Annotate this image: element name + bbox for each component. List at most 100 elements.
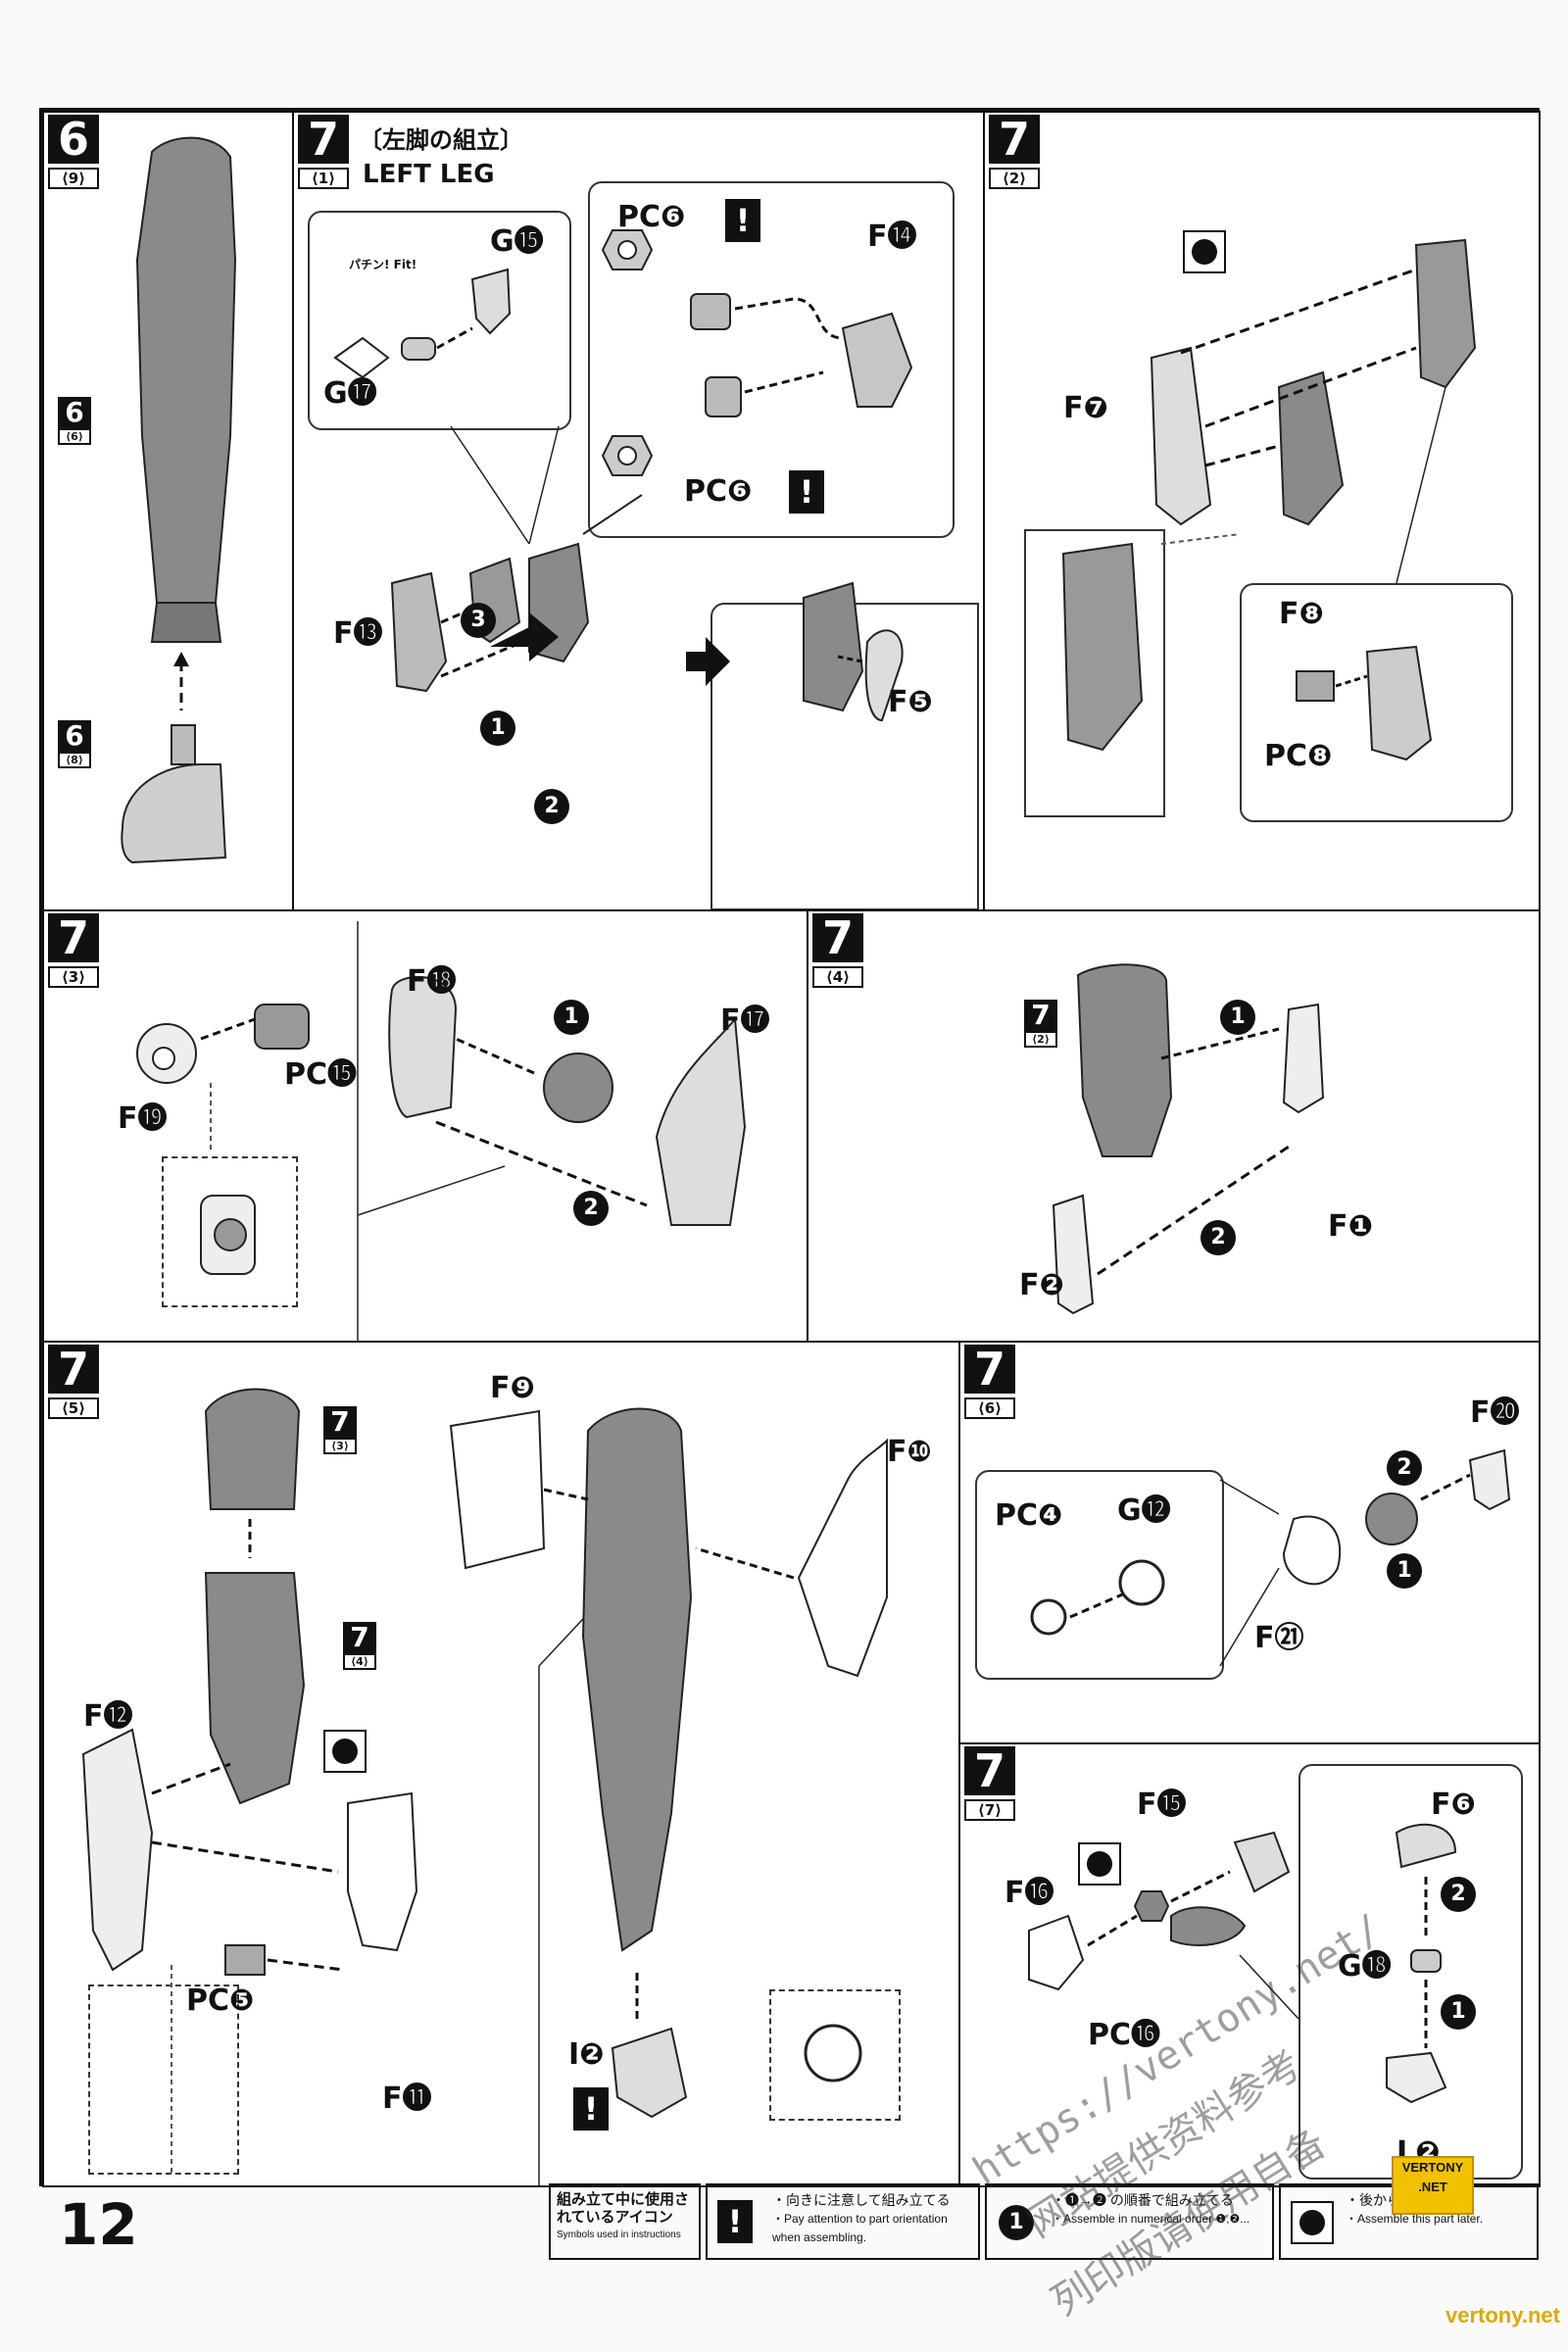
order-bullet-2: 2: [1387, 1450, 1422, 1486]
label-f10: F❿: [887, 1435, 932, 1469]
step-number: 7: [298, 115, 349, 164]
watermark-footer: vertony.net: [1446, 2303, 1560, 2328]
label-g18: G⓲: [1338, 1949, 1392, 1984]
lower-leg-assembly-illustration: [81, 1388, 888, 2185]
inset-detail-b: [1240, 583, 1513, 822]
label-pc5: PC❺: [186, 1984, 255, 2018]
inset-polycap: [588, 181, 955, 538]
order-bullet-icon: 1: [999, 2205, 1034, 2240]
watermark-badge: VERTONY .NET: [1392, 2156, 1474, 2215]
label-f17: F⓱: [720, 1004, 770, 1038]
inset-detail-pc4: [975, 1470, 1224, 1680]
inset-detail-i2: [769, 1989, 901, 2121]
label-pc16: PC⓰: [1088, 2018, 1161, 2052]
orientation-icon: !: [573, 2087, 609, 2131]
label-pc15: PC⓯: [284, 1057, 358, 1092]
label-f6: F❻: [1431, 1788, 1476, 1822]
ref-step-7-3: 7⟨3⟩: [323, 1406, 357, 1454]
left-leg-assembly-illustration: [333, 229, 913, 722]
knee-assembly-illustration: [1061, 238, 1477, 761]
label-f12: F⓬: [83, 1699, 133, 1734]
order-bullet-2: 2: [1200, 1220, 1236, 1255]
label-f1: F❶: [1328, 1209, 1373, 1244]
label-f20: F⓴: [1470, 1396, 1520, 1430]
label-g15: G⓯: [490, 224, 544, 259]
order-bullet-2: 2: [534, 789, 569, 824]
label-i2: I❷: [568, 2037, 605, 2072]
panel-7-5: 7 ⟨5⟩ 7⟨3⟩ 7⟨4⟩ ! F⓬: [42, 1341, 962, 2187]
inset-sprue-g: [308, 211, 571, 430]
label-f11: F⓫: [382, 2082, 432, 2116]
ref-step-7-4: 7⟨4⟩: [343, 1622, 376, 1670]
assemble-later-icon: [1078, 1842, 1121, 1886]
ankle-assembly-illustration: [1030, 1448, 1511, 1667]
legend-order: 1 ・❶→❷ の順番で組み立てる・Assemble in numerical o…: [985, 2183, 1274, 2260]
orientation-icon: !: [717, 2200, 753, 2243]
page-number: 12: [59, 2191, 138, 2258]
ref-step-6-6: 6⟨6⟩: [58, 397, 91, 445]
sub-step: ⟨9⟩: [48, 168, 99, 189]
sub-step: ⟨1⟩: [298, 168, 349, 189]
inset-detail-pc5: [88, 1984, 239, 2175]
label-g12: G⓬: [1117, 1494, 1171, 1528]
label-f21: F㉑: [1254, 1621, 1304, 1655]
step-number: 7: [964, 1746, 1015, 1795]
assemble-later-icon: [323, 1730, 367, 1773]
legend-orientation: ! ・向きに注意して組み立てる・Pay attention to part or…: [706, 2183, 980, 2260]
order-bullet-1: 1: [480, 710, 515, 746]
inset-detail-f19: [162, 1156, 298, 1307]
section-title-jp: 〔左脚の組立〕: [359, 126, 523, 154]
label-f14: F⓮: [867, 220, 917, 254]
ankle-armor-assembly-illustration: [1028, 1823, 1457, 2104]
knee-frame-assembly-illustration: [1052, 963, 1325, 1315]
label-g17: G⓱: [323, 376, 377, 411]
label-f9: F❾: [490, 1371, 535, 1405]
order-bullet-1: 1: [1387, 1553, 1422, 1589]
panel-7-3: 7 ⟨3⟩ F⓳ PC⓯ F⓲ F⓱ 1 2: [42, 909, 810, 1345]
ref-step-6-8: 6⟨8⟩: [58, 720, 91, 768]
orientation-icon: !: [789, 470, 824, 514]
assemble-later-icon: [1183, 230, 1226, 273]
label-f19: F⓳: [118, 1102, 168, 1136]
step-number: 7: [989, 115, 1040, 164]
step-number: 6: [48, 115, 99, 164]
label-f5: F❺: [888, 685, 933, 719]
leg-assembly-illustration: [121, 136, 237, 864]
label-f15: F⓯: [1137, 1788, 1187, 1822]
label-f18: F⓲: [407, 964, 457, 999]
sub-step: ⟨4⟩: [812, 966, 863, 988]
hip-joint-assembly-illustration: [136, 921, 747, 1343]
label-f2: F❷: [1019, 1268, 1064, 1302]
order-bullet-1: 1: [1441, 1994, 1476, 2030]
order-bullet-1: 1: [1220, 1000, 1255, 1035]
panel-7-7: 7 ⟨7⟩ F⓯ F⓰ PC⓰ F❻ G⓲ L❷ 2 1: [958, 1742, 1541, 2187]
order-bullet-2: 2: [1441, 1877, 1476, 1912]
label-f13: F⓭: [333, 616, 383, 651]
label-f8: F❽: [1279, 597, 1324, 631]
panel-7-4: 7 ⟨4⟩ 7⟨2⟩ F❷ F❶ 1 2: [807, 909, 1541, 1345]
label-pc4: PC❹: [995, 1498, 1063, 1533]
sub-step: ⟨5⟩: [48, 1397, 99, 1419]
order-bullet-2: 2: [573, 1191, 609, 1226]
label-f7: F❼: [1063, 391, 1108, 425]
panel-7-6: 7 ⟨6⟩ F⓴ PC❹ G⓬ F㉑ 2 1: [958, 1341, 1541, 1746]
assemble-later-icon: [1291, 2201, 1334, 2244]
step-number: 7: [48, 1345, 99, 1394]
panel-7-1: 7 ⟨1⟩ 〔左脚の組立〕 LEFT LEG: [292, 111, 987, 913]
sub-step: ⟨2⟩: [989, 168, 1040, 189]
label-pc6-top: PC❻: [617, 200, 686, 234]
label-fit: パチン! Fit!: [349, 258, 417, 271]
label-pc6-bottom: PC❻: [684, 474, 753, 509]
order-bullet-3: 3: [461, 603, 496, 638]
step-number: 7: [812, 913, 863, 962]
order-bullet-1: 1: [554, 1000, 589, 1035]
label-f16: F⓰: [1004, 1876, 1054, 1910]
ref-step-7-2: 7⟨2⟩: [1024, 1000, 1057, 1048]
sub-step: ⟨7⟩: [964, 1799, 1015, 1821]
inset-detail-a: [1024, 529, 1165, 817]
orientation-icon: !: [725, 199, 760, 242]
panel-7-2: 7 ⟨2⟩ F❼ F❽ PC❽: [983, 111, 1541, 913]
section-title-en: LEFT LEG: [363, 160, 495, 189]
